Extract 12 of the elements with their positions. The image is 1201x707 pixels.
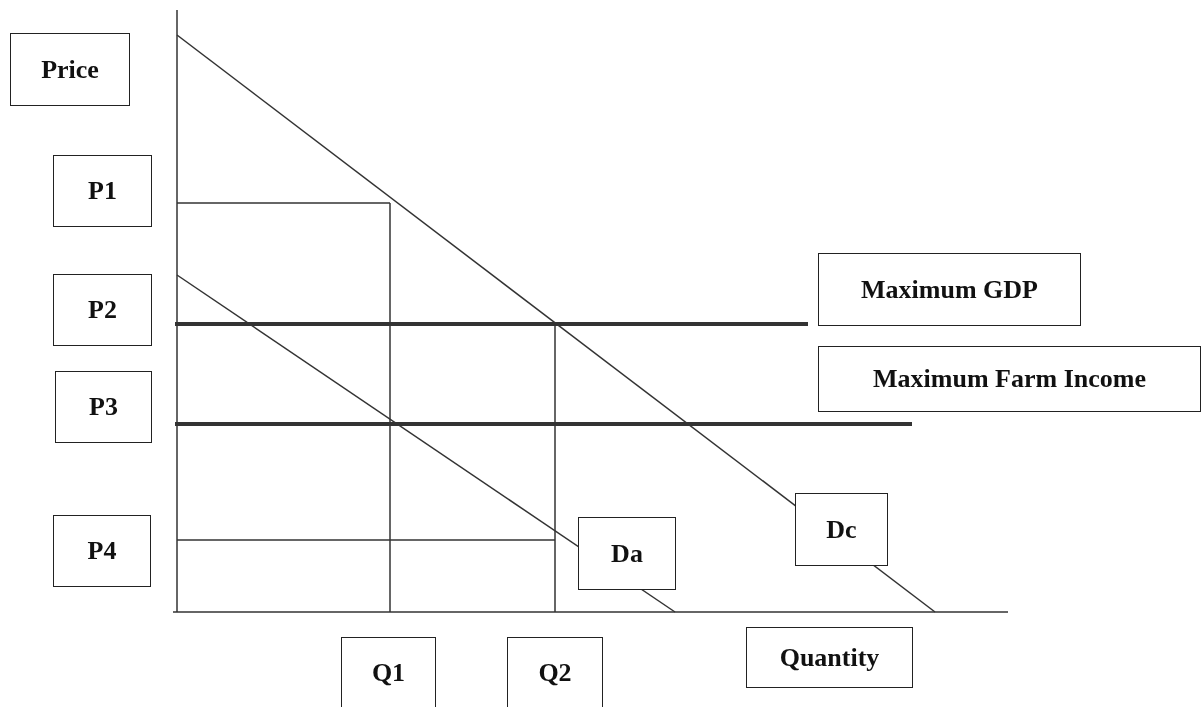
label-box: Da [578,517,676,590]
label-box: P1 [53,155,152,227]
label-box: P4 [53,515,151,587]
label-box: P3 [55,371,152,443]
label-box: Dc [795,493,888,566]
label-box: P2 [53,274,152,346]
label-box: Q1 [341,637,436,707]
label-box: Quantity [746,627,913,688]
label-box: Price [10,33,130,106]
label-box: Q2 [507,637,603,707]
label-box: Maximum GDP [818,253,1081,326]
label-box: Maximum Farm Income [818,346,1201,412]
